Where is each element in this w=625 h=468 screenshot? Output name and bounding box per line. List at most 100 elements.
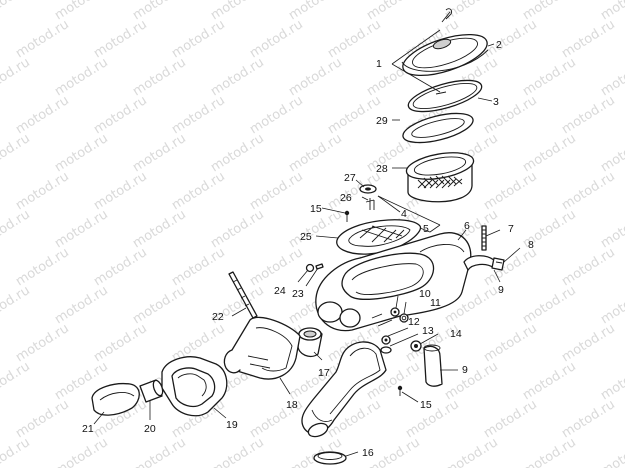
watermark-text: motod.ru	[91, 93, 150, 137]
part-12-grommet	[381, 335, 391, 345]
part-13-grommet	[380, 346, 392, 354]
part-19-boot	[161, 356, 228, 417]
watermark-text: motod.ru	[208, 131, 267, 175]
part-23-screw	[315, 263, 324, 270]
watermark-text: motod.ru	[130, 131, 189, 175]
watermark-text: motod.ru	[286, 55, 345, 99]
callout-6: 6	[464, 220, 470, 232]
watermark-text: motod.ru	[169, 169, 228, 213]
callout-7: 7	[508, 223, 514, 235]
watermark-text: motod.ru	[91, 321, 150, 365]
callout-9-lower: 9	[462, 364, 468, 376]
callout-labels: 1 2 3 29 28 27 26 15 4 5 25 6 7 8 9 24 2…	[82, 39, 534, 459]
watermark-text: motod.ru	[13, 397, 72, 441]
callout-12: 12	[408, 316, 420, 328]
part-8-hose-clamp	[491, 257, 505, 271]
watermark-text: motod.ru	[52, 55, 111, 99]
callout-9-upper: 9	[498, 284, 504, 296]
part-1-clamp	[441, 8, 453, 23]
watermark-text: motod.ru	[598, 131, 625, 175]
callout-18: 18	[286, 399, 298, 411]
watermark-text: motod.ru	[598, 435, 625, 468]
watermark-text: motod.ru	[0, 435, 33, 468]
part-16-clamp-ring	[313, 451, 347, 465]
callout-16: 16	[362, 447, 374, 459]
watermark-text: motod.ru	[481, 245, 540, 289]
callout-11: 11	[430, 297, 441, 309]
callout-24: 24	[274, 285, 286, 297]
watermark-text: motod.ru	[520, 283, 579, 327]
watermark-text: motod.ru	[559, 245, 618, 289]
part-9-breather-hose-lower	[423, 344, 443, 387]
part-9-breather-hose-upper	[463, 255, 495, 271]
watermark-text: motod.ru	[130, 55, 189, 99]
intake-duct	[301, 341, 387, 438]
watermark-text: motod.ru	[91, 17, 150, 61]
watermark-text: motod.ru	[13, 17, 72, 61]
watermark-text: motod.ru	[169, 245, 228, 289]
part-7-screw	[481, 225, 487, 251]
watermark-text: motod.ru	[208, 207, 267, 251]
watermark-text: motod.ru	[0, 55, 33, 99]
watermark-text: motod.ru	[247, 245, 306, 289]
callout-25: 25	[300, 231, 312, 243]
watermark-text: motod.ru	[13, 245, 72, 289]
callout-14: 14	[450, 328, 462, 340]
part-27-grommet	[359, 184, 377, 194]
watermark-text: motod.ru	[169, 17, 228, 61]
part-20-tube	[139, 379, 164, 403]
watermark-text: motod.ru	[286, 131, 345, 175]
watermark-text: motod.ru	[598, 55, 625, 99]
callout-13: 13	[422, 325, 434, 337]
part-25-filter-support	[336, 219, 422, 255]
watermark-text: motod.ru	[481, 93, 540, 137]
watermark-text: motod.ru	[0, 131, 33, 175]
watermark-text: motod.ru	[598, 359, 625, 403]
watermark-text: motod.ru	[598, 0, 625, 23]
part-28-air-filter	[405, 152, 475, 203]
callout-20: 20	[144, 423, 156, 435]
watermark-text: motod.ru	[13, 93, 72, 137]
watermark-text: motod.ru	[520, 131, 579, 175]
watermark-text: motod.ru	[559, 17, 618, 61]
callout-26: 26	[340, 192, 352, 204]
watermark-text: motod.ru	[0, 207, 33, 251]
callout-17: 17	[318, 367, 330, 379]
watermark-text: motod.ru	[598, 207, 625, 251]
part-6-airbox	[315, 232, 472, 332]
watermark-text: motod.ru	[130, 435, 189, 468]
watermark-text: motod.ru	[559, 397, 618, 441]
watermark-text: motod.ru	[0, 0, 33, 23]
callout-5: 5	[423, 223, 429, 235]
watermark-text: motod.ru	[91, 169, 150, 213]
watermark-text: motod.ru	[598, 283, 625, 327]
callout-21: 21	[82, 423, 94, 435]
watermark-text: motod.ru	[208, 55, 267, 99]
callout-27: 27	[344, 172, 356, 184]
watermark-text: motod.ru	[13, 169, 72, 213]
part-22-bolt	[228, 271, 258, 319]
watermark-text: motod.ru	[0, 359, 33, 403]
part-10-screw	[390, 307, 400, 317]
watermark-text: motod.ru	[559, 169, 618, 213]
part-18-intake-funnel	[223, 316, 301, 380]
part-14-clamp	[410, 340, 422, 352]
part-24-nut	[305, 263, 315, 273]
part-26-clip	[365, 198, 375, 210]
part-11-washer	[399, 313, 409, 323]
leader-lines	[93, 29, 521, 457]
watermark-text: motod.ru	[247, 169, 306, 213]
watermark-text: motod.ru	[325, 93, 384, 137]
callout-22: 22	[212, 311, 224, 323]
watermark-text: motod.ru	[52, 207, 111, 251]
callout-19: 19	[226, 419, 238, 431]
watermark-text: motod.ru	[208, 435, 267, 468]
watermark-text: motod.ru	[520, 55, 579, 99]
callout-8: 8	[528, 239, 534, 251]
callout-4: 4	[401, 208, 407, 220]
watermark-text: motod.ru	[481, 397, 540, 441]
watermark-text: motod.ru	[13, 321, 72, 365]
watermark-text: motod.ru	[442, 435, 501, 468]
watermark-text: motod.ru	[559, 321, 618, 365]
